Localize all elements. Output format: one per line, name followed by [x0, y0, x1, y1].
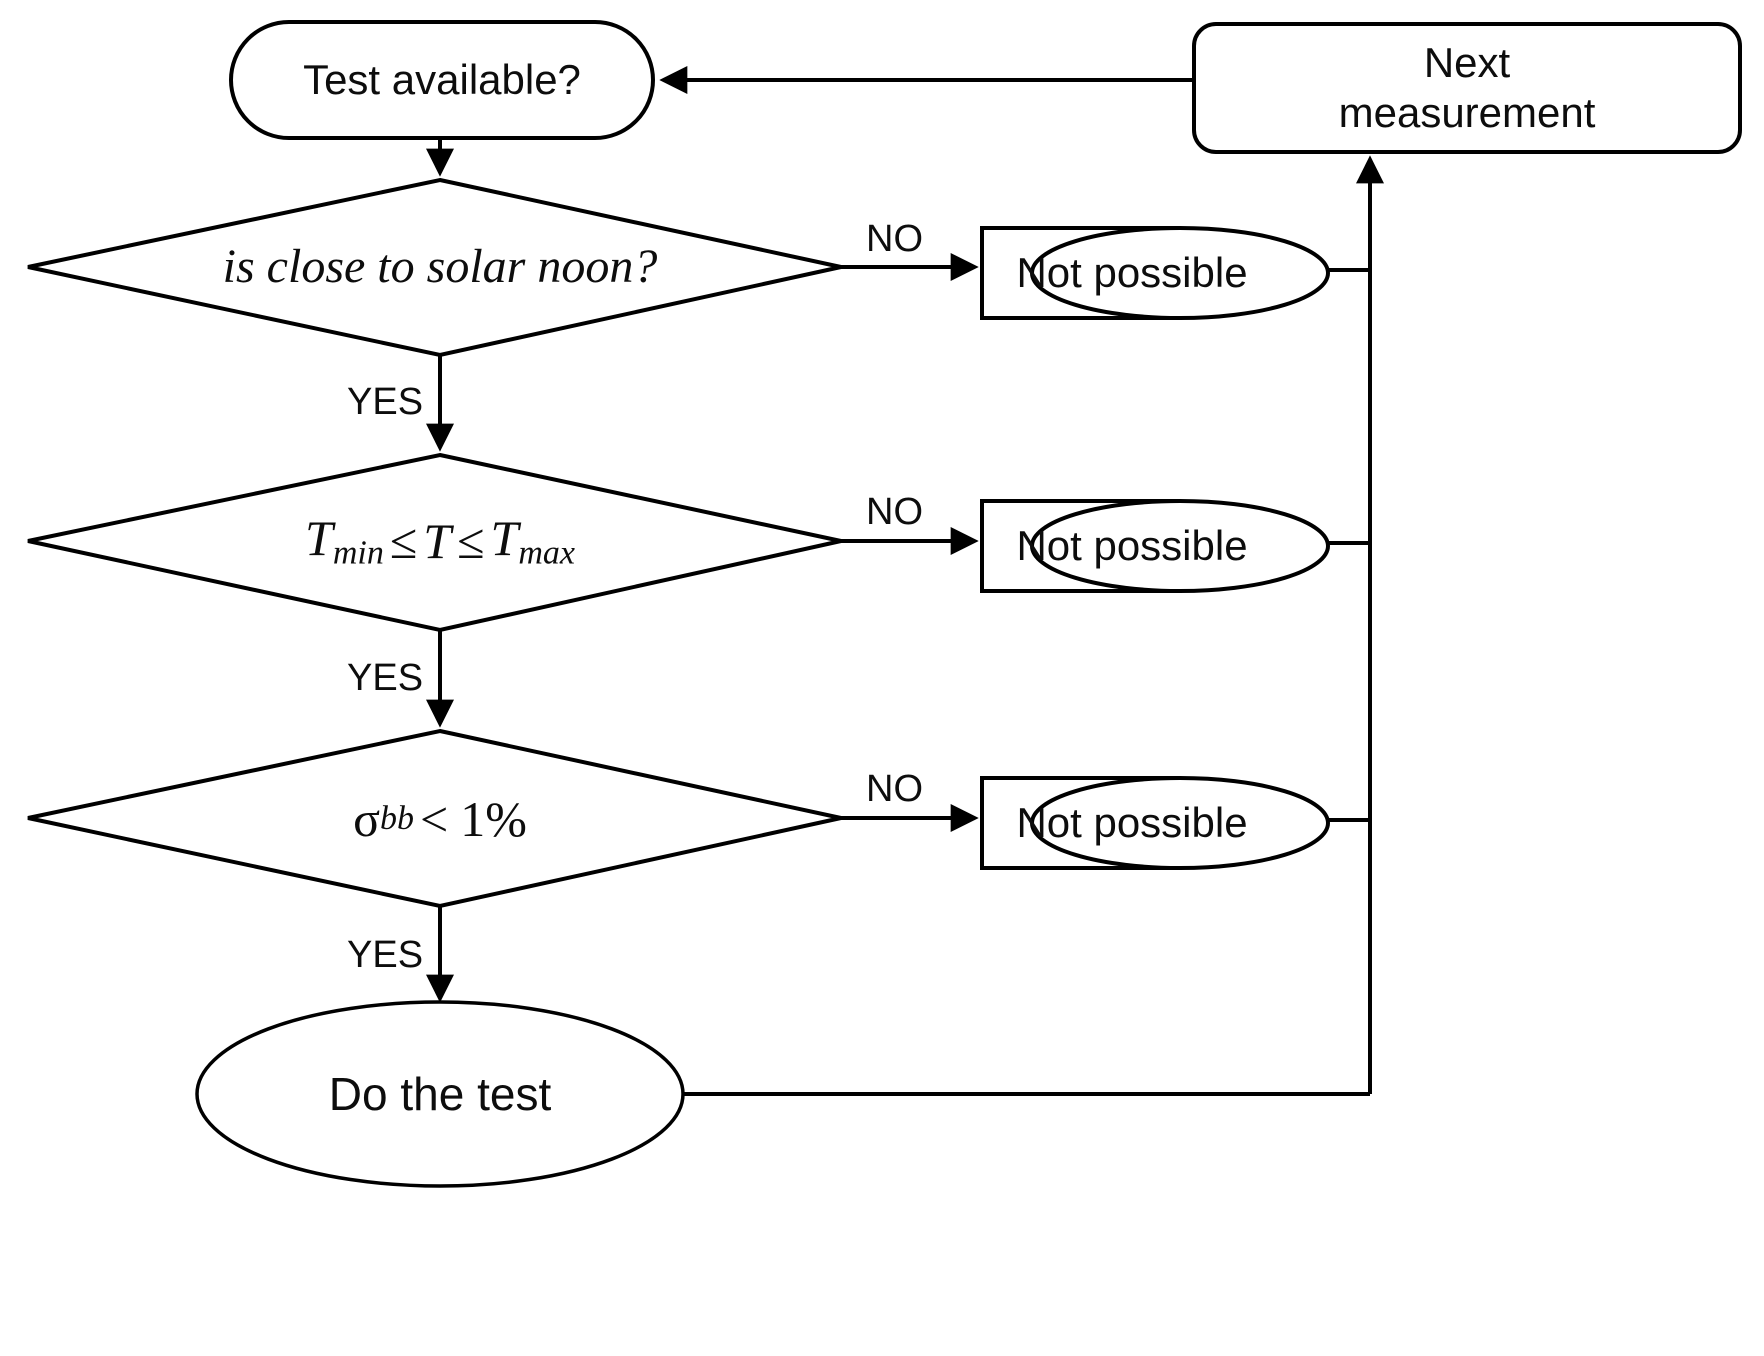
edge-label-yes-1: YES: [347, 381, 424, 423]
shape-not-possible-3[interactable]: [980, 776, 1330, 870]
edge-label-no-2: NO: [866, 491, 923, 533]
shape-test-available[interactable]: [229, 20, 655, 140]
shape-decision-temperature[interactable]: [27, 452, 842, 633]
shape-do-the-test[interactable]: [195, 1000, 685, 1188]
shape-next-measurement[interactable]: [1192, 22, 1742, 154]
edge-label-no-1: NO: [866, 218, 923, 260]
shape-not-possible-1[interactable]: [980, 226, 1330, 320]
edge-label-yes-3: YES: [347, 934, 424, 976]
edge-label-yes-2: YES: [347, 657, 424, 699]
shape-decision-solar-noon[interactable]: [27, 177, 842, 358]
shape-decision-sigma[interactable]: [27, 728, 842, 909]
edge-label-no-3: NO: [866, 768, 923, 810]
shape-not-possible-2[interactable]: [980, 499, 1330, 593]
